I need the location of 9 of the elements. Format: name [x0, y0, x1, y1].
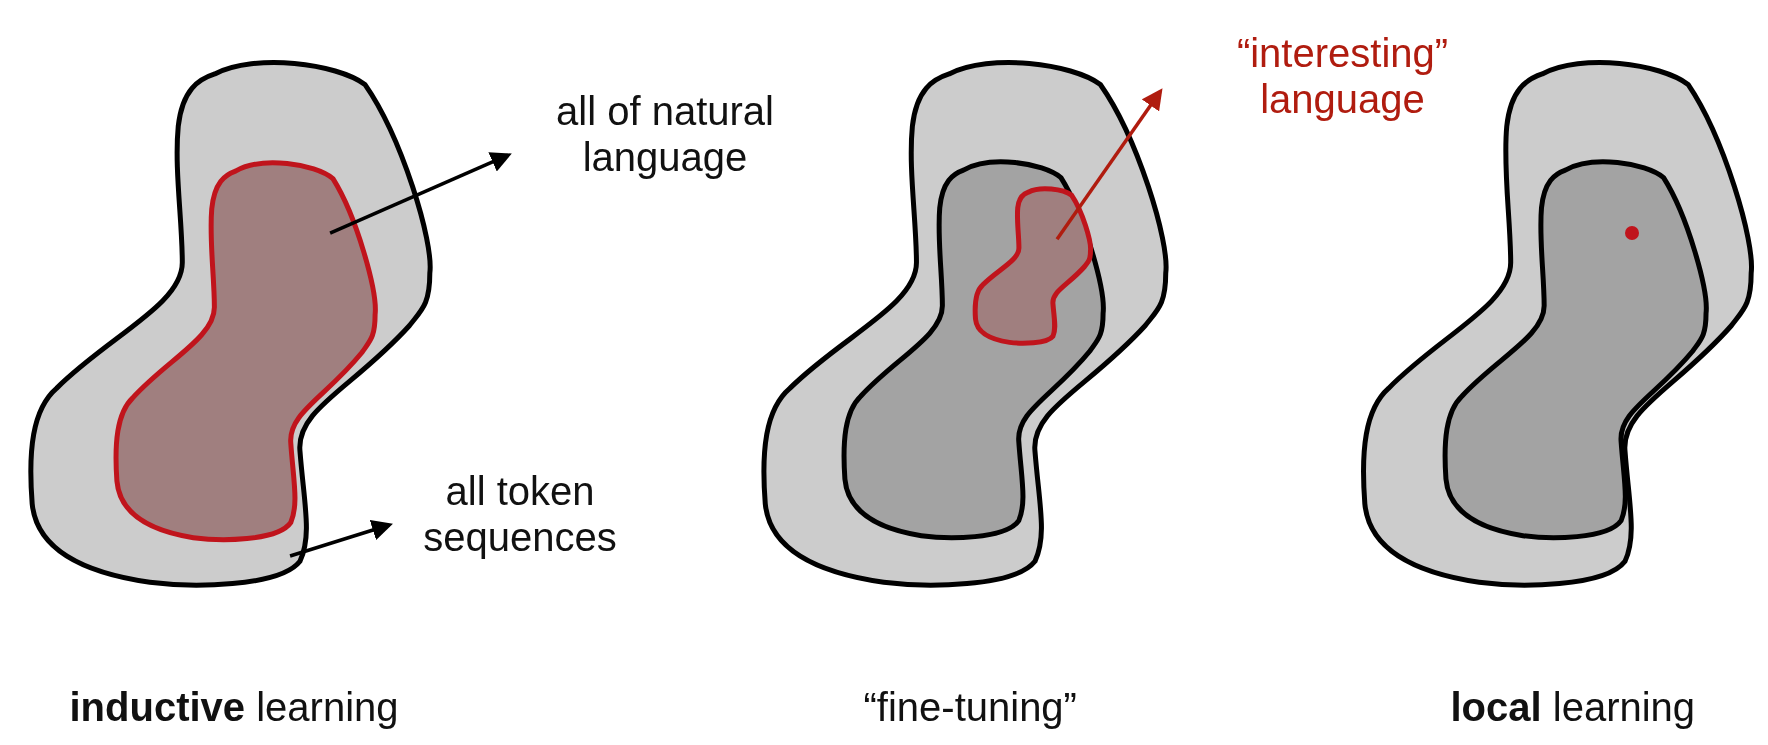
panel-caption: inductive learning	[69, 684, 399, 730]
arrow	[1055, 88, 1163, 241]
callout-text: all token sequences	[400, 468, 640, 560]
callout-text: all of natural language	[535, 88, 795, 180]
arrow	[329, 152, 512, 235]
panel-caption: “fine-tuning”	[863, 684, 1077, 730]
arrow	[289, 520, 393, 558]
callout-text: “interesting” language	[1200, 30, 1485, 122]
panel-caption: local learning	[1450, 684, 1696, 730]
